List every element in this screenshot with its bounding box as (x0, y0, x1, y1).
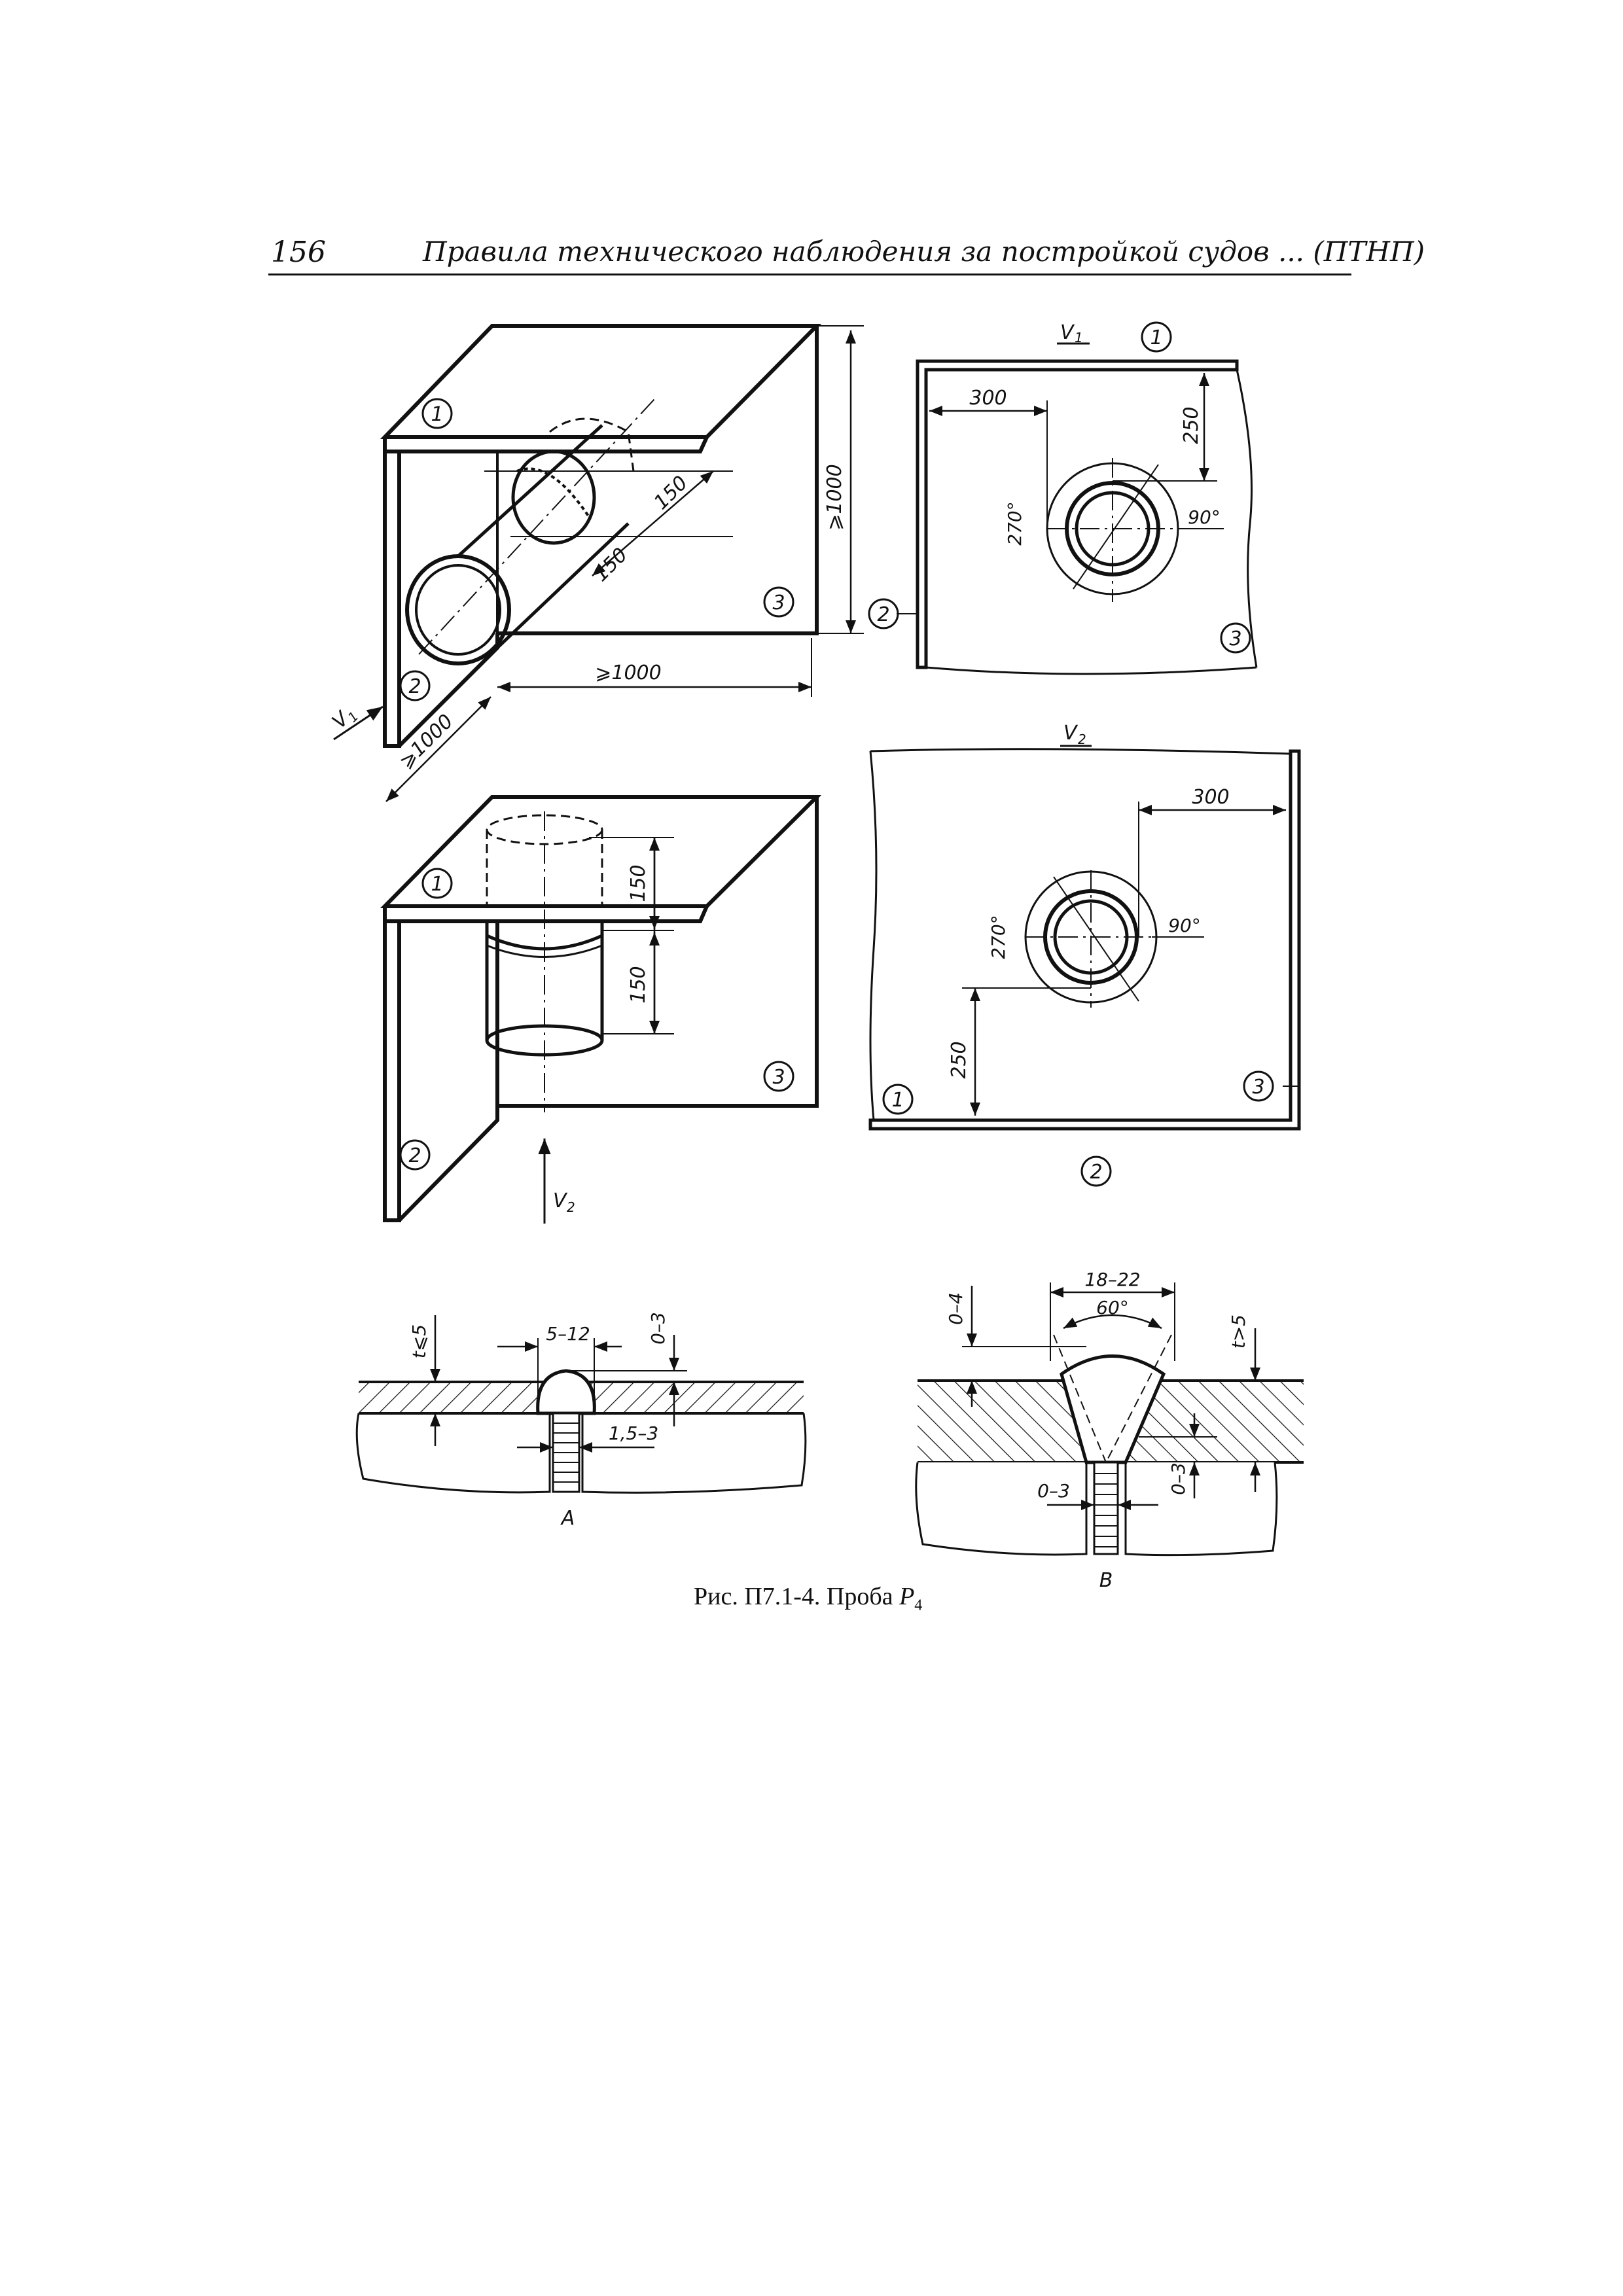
svg-text:V: V (1063, 722, 1079, 745)
section-b-label: B (1099, 1569, 1113, 1592)
iso-view-bottom (380, 795, 822, 1224)
plan-v2-angle-a: 270° (988, 915, 1009, 959)
section-b-dim-gap: 0–3 (1037, 1480, 1070, 1502)
plan-v1-dim-x: 300 (969, 387, 1007, 410)
plan-v2-part-labels (882, 1070, 1274, 1187)
plan-view-v2 (868, 745, 1301, 1131)
iso-top-dim-height: ⩾1000 (823, 464, 846, 530)
weld-section-b (915, 1282, 1304, 1557)
iso-top-label-1: 1 (431, 403, 443, 426)
running-title: Правила технического наблюдения за постр… (423, 236, 1425, 268)
section-b-dim-angle: 60° (1096, 1297, 1129, 1318)
plan-v2-label-3: 3 (1252, 1076, 1264, 1099)
plan-v2-dim-y: 250 (948, 1041, 971, 1078)
page-header: 156 Правила технического наблюдения за п… (268, 234, 1425, 275)
caption-symbol: P (899, 1583, 915, 1610)
svg-text:1: 1 (1075, 330, 1083, 345)
iso-top-part-labels (399, 398, 794, 701)
section-b-dim-thickness: t>5 (1228, 1315, 1249, 1349)
plan-v1-dim-y: 250 (1180, 406, 1203, 444)
plan-v1-label-2: 2 (877, 603, 889, 626)
iso-top-dim-width: ⩾1000 (595, 662, 661, 684)
caption-prefix: Рис. П7.1-4. Проба (694, 1583, 900, 1610)
iso-view-top (333, 324, 864, 802)
plan-v1-title: V 1 (1060, 321, 1083, 345)
figure-caption: Рис. П7.1-4. Проба P4 (694, 1582, 922, 1615)
iso-top-dim-pipe-b: 150 (590, 544, 632, 586)
section-a-dim-root: 1,5–3 (609, 1422, 658, 1444)
page-number: 156 (271, 236, 326, 269)
plan-v1-angle-b: 90° (1188, 506, 1221, 528)
section-b-dim-reinforcement: 0–4 (945, 1292, 967, 1325)
plan-view-v1 (897, 342, 1258, 675)
iso-bottom-label-3: 3 (772, 1066, 785, 1089)
iso-bottom-dim-lower: 150 (627, 966, 650, 1003)
svg-text:2: 2 (1078, 732, 1086, 747)
plan-v1-label-3: 3 (1229, 627, 1241, 650)
svg-text:V: V (1060, 321, 1075, 344)
section-a-dim-reinforcement: 0–3 (647, 1312, 669, 1345)
section-b-dim-root-face: 0–3 (1168, 1462, 1189, 1495)
section-a-dim-thickness: t⩽5 (408, 1324, 430, 1358)
iso-top-view-arrow-label: V 1 (328, 707, 362, 733)
section-a-label: A (560, 1507, 575, 1530)
iso-bottom-dim-upper: 150 (627, 864, 650, 902)
plan-v2-dim-x: 300 (1192, 786, 1229, 809)
plan-v1-part-labels (868, 321, 1251, 654)
section-a-dim-width: 5–12 (546, 1323, 590, 1345)
svg-text:2: 2 (567, 1199, 575, 1215)
iso-top-dim-pipe-a: 150 (650, 472, 692, 514)
iso-bottom-label-1: 1 (431, 873, 443, 896)
plan-v2-label-1: 1 (891, 1089, 904, 1112)
plan-v2-title: V 2 (1063, 722, 1086, 747)
section-b-dim-width: 18–22 (1084, 1269, 1140, 1290)
plan-v1-angle-a: 270° (1004, 501, 1026, 545)
iso-bottom-part-labels (399, 868, 794, 1171)
iso-top-label-3: 3 (772, 592, 785, 614)
caption-symbol-sub: 4 (914, 1597, 923, 1614)
iso-bottom-view-arrow-label: V 2 (553, 1190, 575, 1215)
svg-text:V: V (553, 1190, 568, 1212)
plan-v1-label-1: 1 (1150, 327, 1162, 349)
iso-top-label-2: 2 (408, 675, 421, 698)
plan-v2-angle-b: 90° (1168, 915, 1201, 936)
iso-bottom-label-2: 2 (408, 1144, 421, 1167)
plan-v2-label-2: 2 (1090, 1161, 1102, 1184)
weld-section-a (355, 1315, 807, 1494)
